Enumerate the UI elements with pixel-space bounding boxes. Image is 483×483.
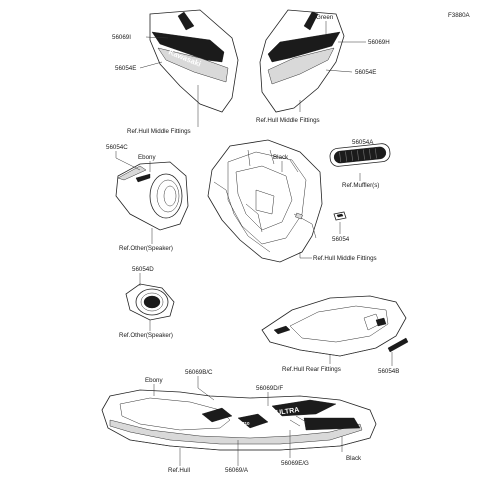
label-ref-hull-middle-left: Ref.Hull Middle Fittings xyxy=(127,128,191,135)
label-ebony-body: Ebony xyxy=(145,377,163,384)
label-56069-a: 56069/A xyxy=(225,467,249,474)
label-ref-other-speaker-1: Ref.Other(Speaker) xyxy=(119,245,173,252)
label-ref-muffler: Ref.Muffler(s) xyxy=(342,182,379,189)
label-56054: 56054 xyxy=(332,236,350,243)
decal-56054b xyxy=(387,337,409,353)
label-56069i: 56069I xyxy=(112,34,131,41)
label-ref-other-speaker-2: Ref.Other(Speaker) xyxy=(119,332,173,339)
leader-56069i xyxy=(145,36,169,39)
label-56054e-right: 56054E xyxy=(355,69,376,76)
label-56054e-left: 56054E xyxy=(115,65,136,72)
label-black-body: Black xyxy=(346,455,362,462)
decal-56054 xyxy=(333,211,347,221)
leader-56069b-c xyxy=(197,376,215,401)
muffler-decal xyxy=(329,143,391,167)
rear-deck xyxy=(261,295,407,357)
label-56069b-c: 56069B/C xyxy=(185,369,213,376)
leader-ref-hull-middle-center xyxy=(299,252,312,259)
label-green: Green xyxy=(316,14,334,21)
label-ref-hull-middle-center: Ref.Hull Middle Fittings xyxy=(313,255,377,262)
speaker-cover-upper xyxy=(115,161,189,231)
label-56069h: 56069H xyxy=(368,39,390,46)
body-sub-decal: 310 xyxy=(242,421,250,426)
label-black-hull: Black xyxy=(273,154,289,161)
label-ref-hull: Ref.Hull xyxy=(168,467,190,474)
hull-middle-frame xyxy=(207,139,323,263)
label-56069d-f: 56069D/F xyxy=(256,385,283,392)
leader-56054c xyxy=(115,151,141,171)
right-side-panel: Kawasaki xyxy=(259,9,345,113)
speaker-ring-lower xyxy=(125,283,175,321)
diagram-code: F3880A xyxy=(448,12,471,19)
left-side-panel: Kawasaki xyxy=(149,9,239,113)
body-model-decal: ULTRA xyxy=(276,407,300,417)
leader-56054e-right xyxy=(325,69,353,73)
label-56054b: 56054B xyxy=(378,368,399,375)
label-56069e-g: 56069E/G xyxy=(281,460,309,467)
leader-56054e-left xyxy=(139,61,163,69)
label-ref-hull-middle-right: Ref.Hull Middle Fittings xyxy=(256,117,320,124)
main-body: ULTRA 310 xyxy=(101,389,377,451)
label-ref-hull-rear: Ref.Hull Rear Fittings xyxy=(282,366,341,373)
label-56054a: 56054A xyxy=(352,139,374,146)
label-56054c: 56054C xyxy=(106,144,128,151)
label-56054d: 56054D xyxy=(132,266,154,273)
label-ebony-speaker: Ebony xyxy=(138,154,156,161)
